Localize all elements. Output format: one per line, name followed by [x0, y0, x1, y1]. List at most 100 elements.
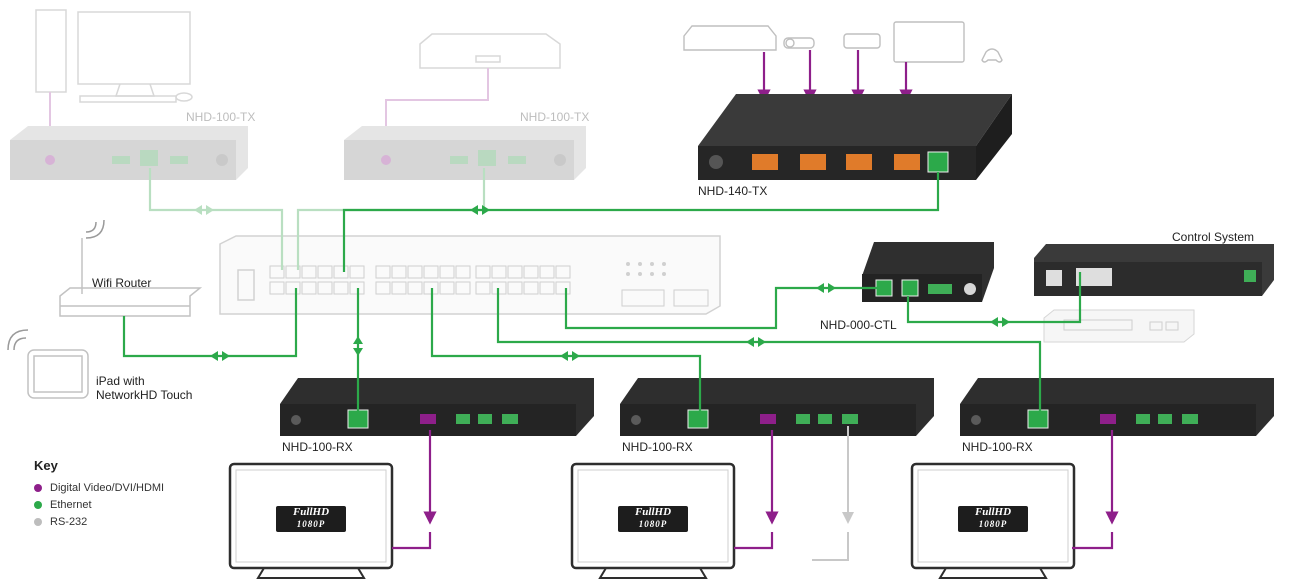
terminal-block: [456, 414, 470, 424]
switch-port: [301, 281, 317, 295]
key-label-video: Digital Video/DVI/HDMI: [50, 482, 165, 494]
switch-port: [391, 265, 407, 279]
hdmi-port: [1100, 414, 1116, 424]
switch-port: [523, 281, 539, 295]
key-title: Key: [34, 458, 58, 473]
bidirectional-arrow: [194, 205, 214, 215]
switch-port: [269, 281, 285, 295]
bidirectional-arrow: [990, 317, 1010, 327]
fullhd-badge-resolution: 1080P: [978, 519, 1008, 529]
tx-mid-faded: [344, 126, 586, 180]
switch-port: [407, 265, 423, 279]
lan-port: [687, 409, 709, 429]
terminal-block: [818, 414, 832, 424]
rx3-label: NHD-100-RX: [962, 440, 1033, 454]
settop-source-faded: [419, 33, 561, 69]
tv-stand: [256, 567, 366, 579]
switch-port: [523, 265, 539, 279]
switch-port: [555, 281, 571, 295]
switch-port: [555, 265, 571, 279]
power-jack: [971, 415, 981, 425]
switch-port: [375, 281, 391, 295]
bidirectional-arrow: [470, 205, 490, 215]
switch-port: [285, 265, 301, 279]
switch-port: [491, 265, 507, 279]
switch-port: [333, 265, 349, 279]
terminal-block: [796, 414, 810, 424]
power-jack: [291, 415, 301, 425]
nhd-000-ctl-device[interactable]: [862, 242, 994, 302]
switch-port: [475, 281, 491, 295]
ipad: [7, 329, 89, 399]
bidirectional-arrow: [353, 336, 363, 356]
rx1-label: NHD-100-RX: [282, 440, 353, 454]
switch-port: [455, 265, 471, 279]
lan-port: [1027, 409, 1049, 429]
terminal-block: [502, 414, 518, 424]
control-system-device[interactable]: [1034, 244, 1274, 296]
ethernet-color-dot: [34, 501, 42, 509]
tx-140-label: NHD-140-TX: [698, 184, 768, 198]
power-jack: [631, 415, 641, 425]
switch-port: [539, 281, 555, 295]
key-label-rs232: RS-232: [50, 516, 88, 528]
switch-port: [285, 281, 301, 295]
terminal-block: [478, 414, 492, 424]
terminal-block: [1182, 414, 1198, 424]
bidirectional-arrow: [210, 351, 230, 361]
nhd-140-tx-device[interactable]: [698, 94, 1012, 180]
fullhd-badge-title: FullHD: [634, 506, 672, 518]
switch-port: [317, 281, 333, 295]
bidirectional-arrow: [816, 283, 836, 293]
tv-stand: [938, 567, 1048, 579]
tv-stand: [598, 567, 708, 579]
fullhd-badge-resolution: 1080P: [296, 519, 326, 529]
tv-screen: [917, 469, 1069, 563]
switch-port: [507, 281, 523, 295]
nhd-100-rx-device[interactable]: [280, 378, 594, 436]
wifi-router: [59, 219, 203, 317]
video-cables-140: [757, 50, 913, 103]
nhd-100-rx-device[interactable]: [960, 378, 1274, 436]
switch-port: [301, 265, 317, 279]
hdmi-port: [760, 414, 776, 424]
switch-port: [317, 265, 333, 279]
key-item-ethernet: Ethernet: [34, 499, 92, 511]
tv-screen: [235, 469, 387, 563]
switch-port: [407, 281, 423, 295]
wifi-router-label: Wifi Router: [92, 276, 152, 290]
switch-port: [349, 265, 365, 279]
key-item-video: Digital Video/DVI/HDMI: [34, 482, 164, 494]
ipad-label: iPad with NetworkHD Touch: [96, 374, 193, 402]
fullhd-badge-resolution: 1080P: [638, 519, 668, 529]
switch-port: [455, 281, 471, 295]
bidirectional-arrow: [560, 351, 580, 361]
terminal-block: [842, 414, 858, 424]
switch-port: [423, 265, 439, 279]
pc-source-faded: [35, 9, 193, 103]
tx-mid-label: NHD-100-TX: [520, 110, 590, 124]
rs232-cable: [812, 426, 854, 561]
bidirectional-arrow: [746, 337, 766, 347]
key-label-ethernet: Ethernet: [50, 499, 92, 511]
fullhd-badge-title: FullHD: [974, 506, 1012, 518]
nhd-100-rx-device[interactable]: [620, 378, 934, 436]
switch-port: [333, 281, 349, 295]
switch-port: [539, 265, 555, 279]
terminal-block: [1158, 414, 1172, 424]
ctl-label: NHD-000-CTL: [820, 318, 897, 332]
tv-screen: [577, 469, 729, 563]
video-cables-rx: [392, 430, 1119, 550]
key-item-rs232: RS-232: [34, 516, 87, 528]
switch-port: [439, 265, 455, 279]
rx2-label: NHD-100-RX: [622, 440, 693, 454]
switch-port: [507, 265, 523, 279]
tx-left-faded: [10, 126, 248, 180]
ethernet-arrows: [194, 205, 1010, 361]
switch-port: [475, 265, 491, 279]
control-panel-faded: [1043, 309, 1195, 343]
video-color-dot: [34, 484, 42, 492]
